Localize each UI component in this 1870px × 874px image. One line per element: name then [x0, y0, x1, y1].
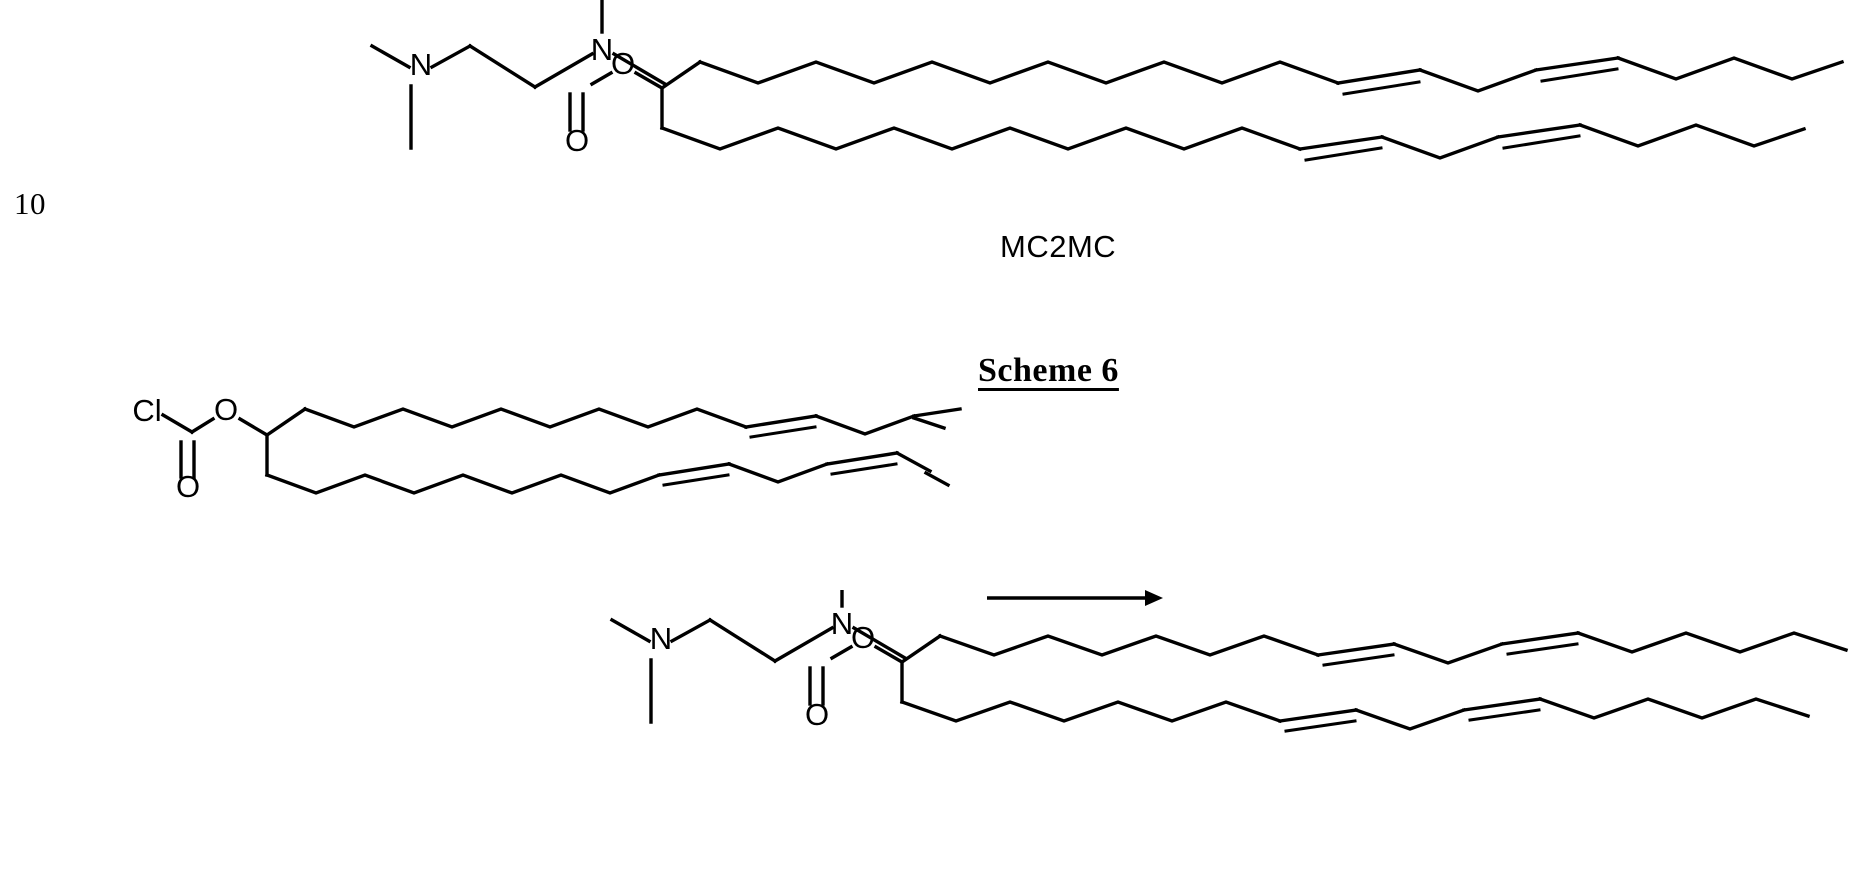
atom-label-o-carbonyl: O [176, 469, 200, 504]
scheme-heading: Scheme 6 [978, 352, 1119, 389]
atom-label-o-ester: O [214, 392, 238, 427]
structure-chloroformate-reactant: Cl O O [0, 385, 1000, 555]
molecule-label-mc2mc: MC2MC [1000, 229, 1117, 264]
carbamate-product-atom-labels: N N O O [650, 606, 875, 732]
mc2mc-atom-labels: N N O O [410, 32, 635, 158]
chloroformate-tail-svg [911, 415, 951, 488]
mc2mc-svg: N N O O [369, 0, 1845, 162]
reaction-arrow [985, 580, 1165, 620]
page-number: 10 [14, 186, 46, 221]
atom-label-n-dimethylamino: N [410, 47, 432, 82]
atom-label-o-carbonyl: O [565, 123, 589, 158]
reaction-arrow-svg [987, 590, 1163, 606]
structure-mc2mc: N N O O [0, 0, 1870, 230]
chloroformate-chain-tails [900, 385, 1020, 555]
structure-carbamate-product: N N O O [0, 590, 1870, 874]
atom-label-o-ester: O [851, 620, 875, 655]
chloroformate-bonds [160, 406, 962, 495]
mc2mc-bonds [369, 0, 1845, 162]
atom-label-n-carbamate: N [831, 606, 853, 641]
chloroformate-svg: Cl O O [132, 392, 962, 504]
atom-label-n-dimethylamino: N [650, 621, 672, 656]
chloroformate-atom-labels: Cl O O [132, 392, 238, 504]
atom-label-o-carbonyl: O [805, 697, 829, 732]
carbamate-product-svg: N N O O [609, 590, 1849, 733]
carbamate-product-bonds [609, 590, 1849, 733]
arrow-head-icon [1145, 590, 1163, 606]
atom-label-o-ester: O [611, 46, 635, 81]
atom-label-cl: Cl [132, 393, 161, 428]
atom-label-n-carbamate: N [591, 32, 613, 67]
